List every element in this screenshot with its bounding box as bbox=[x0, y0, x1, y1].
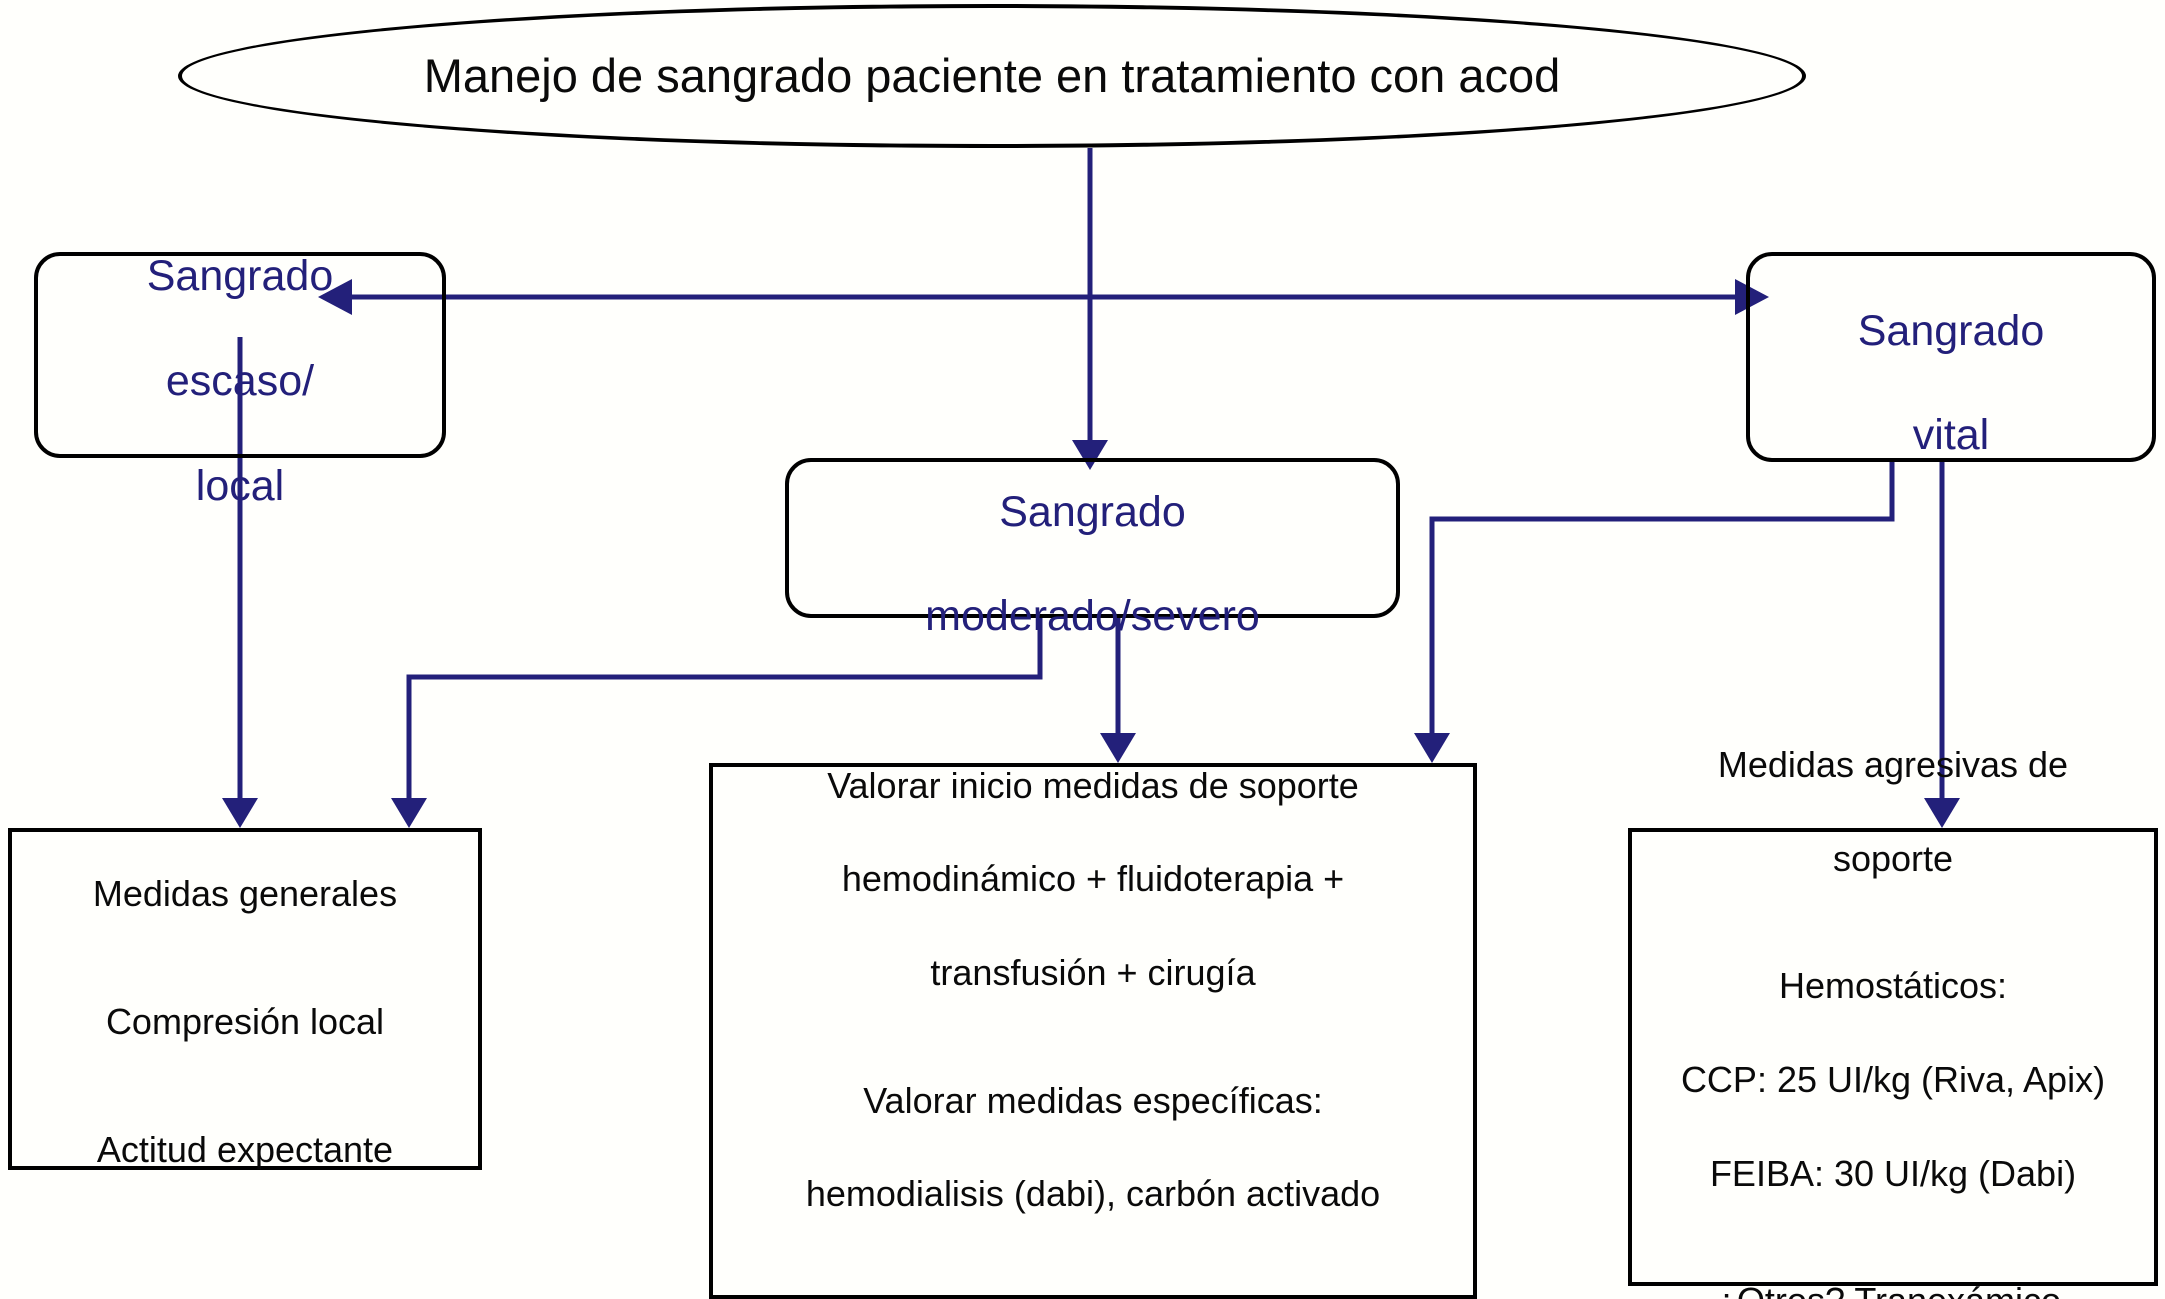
node-medidas-generales[interactable]: Medidas generales Compresión local Actit… bbox=[8, 828, 482, 1170]
node-sangrado-moderado-severo[interactable]: Sangrado moderado/severo bbox=[785, 458, 1400, 640]
node-medidas-agresivas-soporte[interactable]: Medidas agresivas de soporte Hemostático… bbox=[1628, 744, 2158, 1299]
line-3: transfusión + cirugía bbox=[930, 952, 1256, 994]
spacer-1 bbox=[1642, 882, 2144, 916]
line-1: Sangrado bbox=[146, 252, 334, 301]
title-node[interactable]: Manejo de sangrado paciente en tratamien… bbox=[178, 4, 1806, 148]
node-medidas-soporte-moderado-label: Valorar inicio medidas de soporte hemodi… bbox=[713, 716, 1473, 1299]
title-node-label: Manejo de sangrado paciente en tratamien… bbox=[423, 48, 1561, 102]
line-3: Actitud expectante bbox=[96, 1128, 394, 1170]
spacer-1 bbox=[723, 997, 1463, 1031]
connector-escaso-to-vital bbox=[318, 279, 1769, 315]
node-sangrado-moderado-severo-label: Sangrado moderado/severo bbox=[789, 433, 1396, 643]
line-1: Medidas agresivas de bbox=[1717, 744, 2069, 786]
spacer-2 bbox=[1642, 1197, 2144, 1231]
line-2: vital bbox=[1912, 411, 1990, 460]
node-sangrado-escaso-local-label: Sangrado escaso/ local bbox=[38, 198, 442, 513]
line-2: moderado/severo bbox=[925, 592, 1260, 641]
spacer-2 bbox=[22, 1046, 468, 1080]
line-4: CCP: 25 UI/kg (Riva, Apix) bbox=[1680, 1059, 2106, 1100]
line-5: FEIBA: 30 UI/kg (Dabi) bbox=[1709, 1152, 2077, 1194]
line-2: hemodinámico + fluidoterapia + bbox=[841, 858, 1345, 900]
line-5: hemodialisis (dabi), carbón activado bbox=[805, 1173, 1381, 1215]
line-2: escaso/ bbox=[165, 357, 315, 405]
line-2: soporte bbox=[1832, 837, 1954, 879]
node-sangrado-escaso-local[interactable]: Sangrado escaso/ local bbox=[34, 252, 446, 510]
line-3: local bbox=[195, 461, 285, 510]
line-1: Sangrado bbox=[1857, 306, 2045, 355]
line-6: ¿Otros? Tranexámico, bbox=[1715, 1280, 2071, 1299]
line-1: Sangrado bbox=[999, 487, 1186, 536]
connector-title-to-moderado bbox=[1072, 148, 1108, 470]
line-1: Valorar inicio medidas de soporte bbox=[827, 764, 1359, 806]
node-medidas-soporte-moderado[interactable]: Valorar inicio medidas de soporte hemodi… bbox=[709, 763, 1477, 1299]
line-1: Medidas generales bbox=[92, 873, 398, 915]
line-3: Hemostáticos: bbox=[1778, 965, 2008, 1007]
node-sangrado-vital[interactable]: Sangrado vital bbox=[1746, 252, 2156, 462]
line-4: Valorar medidas específicas: bbox=[863, 1079, 1323, 1121]
node-sangrado-vital-label: Sangrado vital bbox=[1750, 252, 2152, 462]
line-2: Compresión local bbox=[105, 1001, 385, 1042]
spacer-2 bbox=[723, 1218, 1463, 1252]
node-medidas-generales-label: Medidas generales Compresión local Actit… bbox=[12, 824, 478, 1173]
node-medidas-agresivas-soporte-label: Medidas agresivas de soporte Hemostático… bbox=[1632, 695, 2154, 1299]
spacer-1 bbox=[22, 918, 468, 952]
